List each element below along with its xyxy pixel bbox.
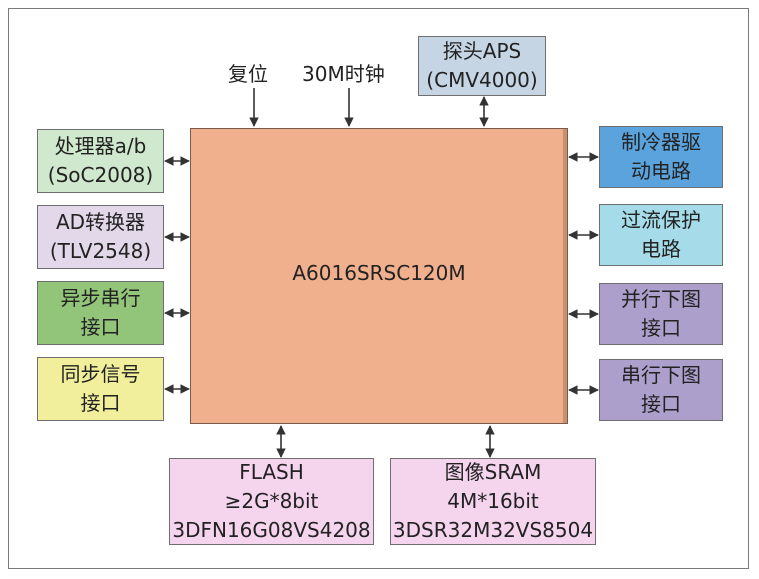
sram-line3: 3DSR32M32VS8504 bbox=[392, 518, 594, 542]
cooler-line1: 制冷器驱 bbox=[621, 130, 701, 154]
sram-line1: 图像SRAM bbox=[444, 460, 542, 484]
flash-line1: FLASH bbox=[239, 460, 304, 484]
sync-signal-block: 同步信号 接口 bbox=[37, 357, 164, 421]
processor-line1: 处理器a/b bbox=[54, 134, 147, 158]
flash-line2: ≥2G*8bit bbox=[224, 489, 319, 513]
parallel-line2: 接口 bbox=[641, 316, 681, 340]
cooler-driver-block: 制冷器驱 动电路 bbox=[599, 126, 723, 188]
core-label: A6016SRSC120M bbox=[292, 261, 466, 285]
async-serial-line1: 异步串行 bbox=[60, 286, 141, 310]
flash-line3: 3DFN16G08VS4208 bbox=[172, 518, 371, 542]
serial-line2: 接口 bbox=[641, 392, 681, 416]
adc-block: AD转换器 (TLV2548) bbox=[37, 205, 164, 269]
aps-line2: (CMV4000) bbox=[426, 68, 538, 92]
overcurrent-line1: 过流保护 bbox=[621, 208, 701, 232]
processor-line2: (SoC2008) bbox=[47, 163, 154, 187]
sync-signal-line2: 接口 bbox=[80, 391, 121, 415]
adc-line1: AD转换器 bbox=[55, 210, 146, 234]
overcurrent-line2: 电路 bbox=[641, 237, 681, 261]
parallel-line1: 并行下图 bbox=[621, 287, 701, 311]
sram-line2: 4M*16bit bbox=[447, 489, 539, 513]
serial-line1: 串行下图 bbox=[621, 363, 701, 387]
aps-line1: 探头APS bbox=[442, 39, 522, 63]
async-serial-block: 异步串行 接口 bbox=[37, 281, 164, 345]
sram-block: 图像SRAM 4M*16bit 3DSR32M32VS8504 bbox=[390, 458, 596, 545]
cooler-line2: 动电路 bbox=[631, 159, 691, 183]
async-serial-line2: 接口 bbox=[80, 315, 121, 339]
processor-block: 处理器a/b (SoC2008) bbox=[37, 129, 164, 193]
parallel-downlink-block: 并行下图 接口 bbox=[599, 283, 723, 345]
serial-downlink-block: 串行下图 接口 bbox=[599, 359, 723, 421]
sync-signal-line1: 同步信号 bbox=[60, 362, 141, 386]
flash-block: FLASH ≥2G*8bit 3DFN16G08VS4208 bbox=[169, 458, 374, 545]
fpga-core-block: A6016SRSC120M bbox=[190, 128, 568, 424]
aps-probe-block: 探头APS (CMV4000) bbox=[418, 36, 546, 96]
clock-label: 30M时钟 bbox=[302, 62, 385, 86]
reset-label: 复位 bbox=[228, 62, 268, 86]
adc-line2: (TLV2548) bbox=[49, 239, 152, 263]
overcurrent-block: 过流保护 电路 bbox=[599, 204, 723, 266]
diagram-frame bbox=[8, 8, 749, 569]
